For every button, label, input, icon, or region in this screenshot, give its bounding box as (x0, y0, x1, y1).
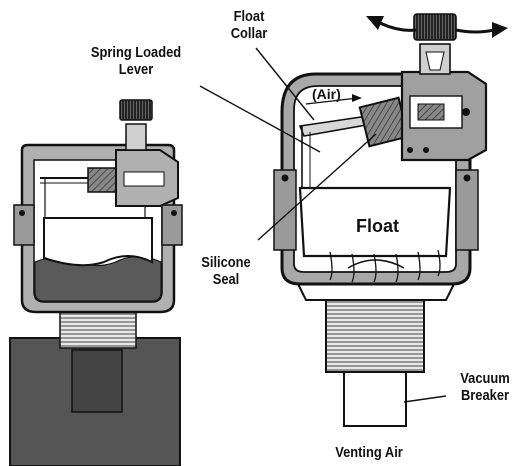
right-thread-stem (325, 295, 425, 373)
label-float-collar: Float Collar (219, 8, 279, 42)
left-vent-assembly (9, 99, 183, 466)
vacuum-breaker-tube (343, 369, 407, 427)
vent-arrow-left (377, 20, 417, 32)
cap-knob (413, 13, 457, 41)
leader-vacuum-breaker (403, 395, 447, 403)
left-seal (87, 167, 119, 193)
label-spring-loaded-lever: Spring Loaded Lever (76, 44, 196, 78)
label-vacuum-breaker-line1: Vacuum (460, 370, 510, 387)
right-vent-assembly (273, 13, 508, 427)
label-spring-loaded-lever-line2: Lever (118, 61, 154, 78)
label-silicone-seal: Silicone Seal (192, 254, 261, 288)
label-float-collar-line2: Collar (230, 25, 268, 42)
left-thread-stem (59, 307, 137, 349)
label-float: Float (356, 216, 399, 236)
label-venting-air: Venting Air (335, 444, 403, 461)
label-air: (Air) (312, 86, 341, 102)
label-vacuum-breaker-line2: Breaker (460, 387, 510, 404)
left-cap-knob (119, 99, 153, 121)
leader-silicone-seal (257, 133, 377, 241)
left-float (43, 217, 153, 267)
label-float-collar-line1: Float (233, 8, 265, 25)
label-silicone-seal-line1: Silicone (201, 254, 251, 271)
label-spring-loaded-lever-line1: Spring Loaded (90, 44, 182, 61)
label-vacuum-breaker: Vacuum Breaker (451, 370, 518, 404)
float (298, 186, 452, 258)
label-silicone-seal-line2: Seal (212, 271, 240, 288)
leader-spring-lever (199, 85, 321, 153)
leader-float-collar (255, 47, 315, 121)
vent-arrow-right (455, 28, 495, 34)
